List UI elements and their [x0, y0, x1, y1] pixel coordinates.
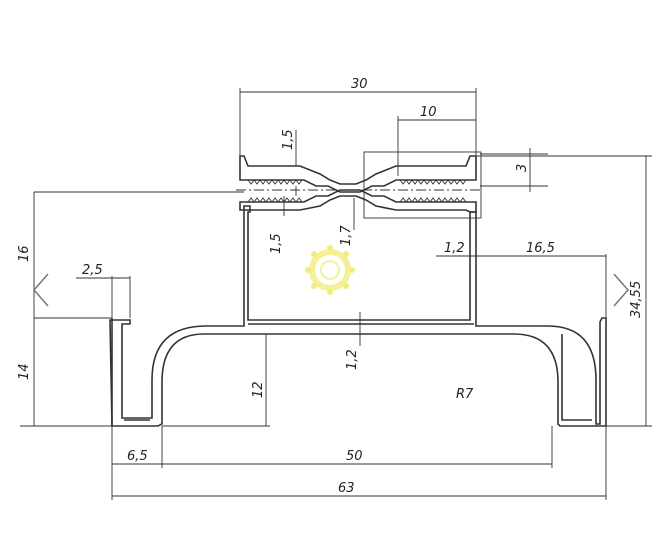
dim-1-5-top: 1,5 [281, 129, 296, 150]
chevron-left-icon [33, 273, 49, 307]
dim-30: 30 [351, 77, 368, 92]
dim-16: 16 [17, 245, 32, 262]
dim-50: 50 [346, 449, 363, 464]
spinner-icon [305, 245, 355, 295]
dim-34-55: 34,55 [629, 281, 644, 318]
dim-10: 10 [420, 105, 437, 120]
next-button[interactable] [608, 268, 636, 312]
dim-16-5: 16,5 [526, 241, 555, 256]
dimension-labels: 30 10 3 1,5 1,5 1,7 1,2 16,5 16 2,5 14 3… [17, 77, 644, 496]
dim-12-height: 12 [251, 381, 266, 398]
radius-r7: R7 [456, 387, 474, 402]
dim-3: 3 [515, 164, 530, 172]
dim-63: 63 [338, 481, 355, 496]
chevron-right-icon [613, 273, 629, 307]
dim-2-5: 2,5 [82, 263, 103, 278]
prev-button[interactable] [26, 268, 54, 312]
dimension-lines [20, 88, 652, 500]
profile-outline [109, 205, 607, 427]
dim-6-5: 6,5 [127, 449, 148, 464]
dim-1-5-bottom: 1,5 [269, 233, 284, 254]
dim-1-2-center: 1,2 [345, 349, 360, 370]
dim-14: 14 [17, 363, 32, 380]
dim-1-2-wall: 1,2 [444, 241, 465, 256]
dim-1-7: 1,7 [339, 225, 354, 246]
clip-section [236, 151, 482, 219]
